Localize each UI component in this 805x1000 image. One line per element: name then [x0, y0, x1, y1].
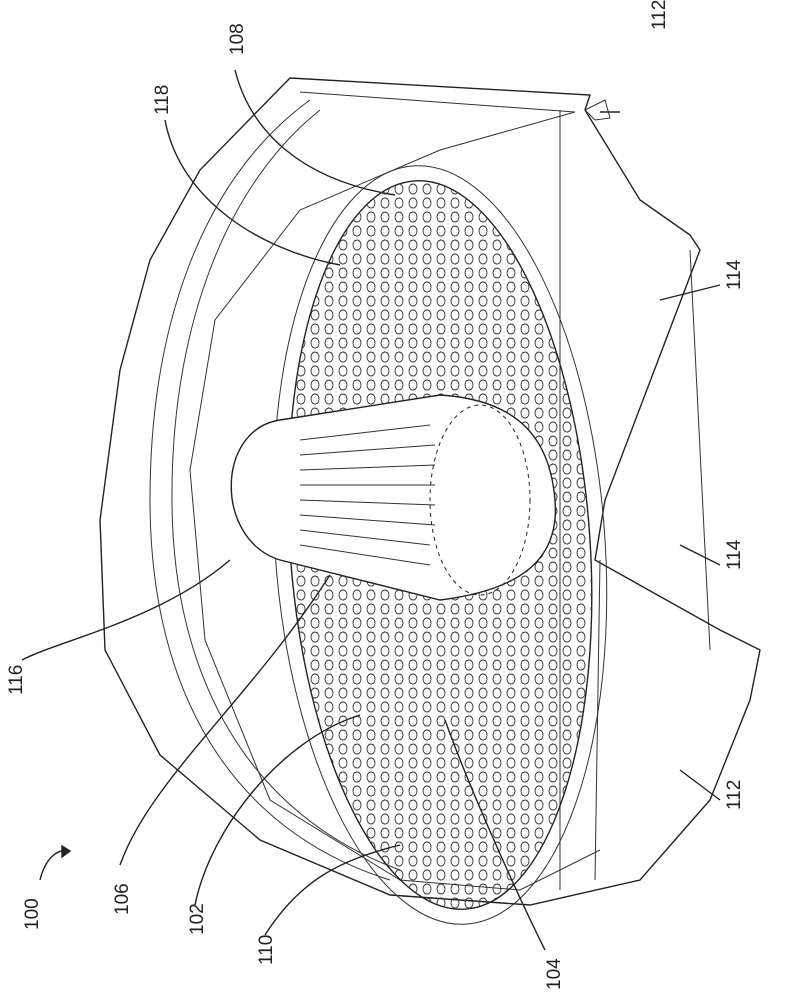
- reference-label-104: 104: [544, 958, 565, 990]
- reference-label-108: 108: [227, 23, 248, 55]
- reference-label-116: 116: [6, 665, 27, 695]
- reference-label-112: 112: [724, 780, 745, 810]
- reference-label-106: 106: [112, 883, 133, 915]
- reference-label-118: 118: [152, 85, 173, 115]
- central-cone: [228, 395, 555, 600]
- reference-label-112: 112: [649, 0, 670, 30]
- reference-label-114: 114: [724, 539, 745, 570]
- reference-label-110: 110: [256, 935, 277, 965]
- reference-label-102: 102: [187, 903, 208, 935]
- reference-label-114: 114: [724, 259, 745, 290]
- reference-label-100: 100: [22, 898, 43, 930]
